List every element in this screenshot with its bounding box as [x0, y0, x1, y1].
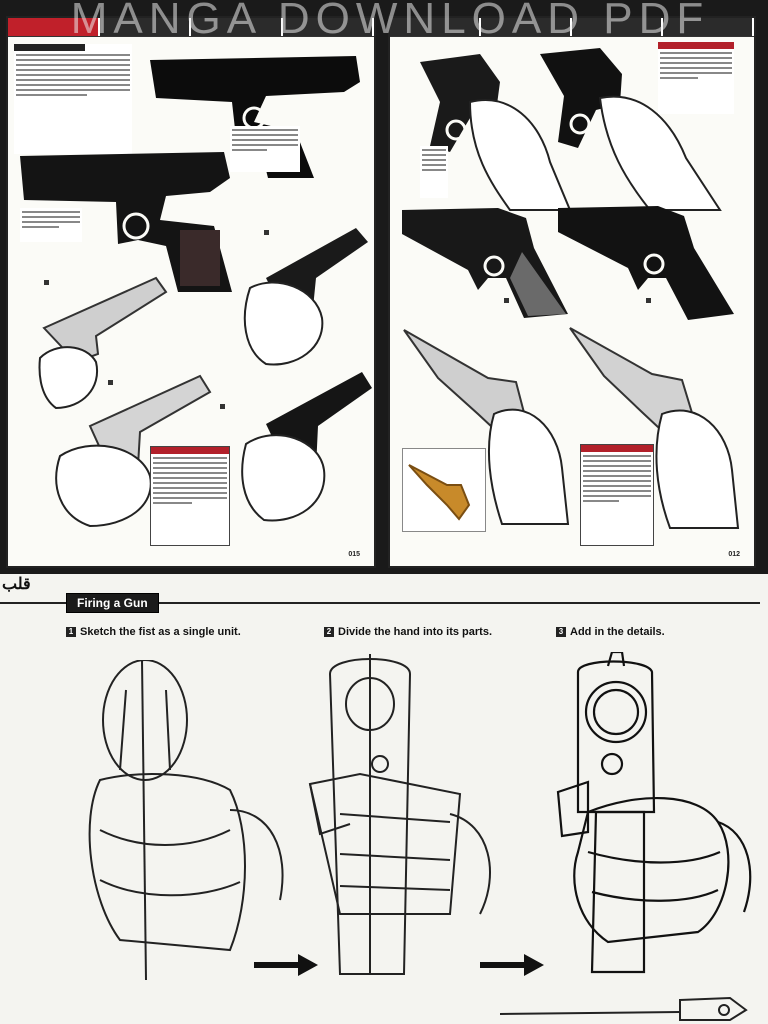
pistol-photo: [20, 152, 232, 292]
hand-with-revolver-photo: [420, 54, 572, 211]
hand-parts-sketch-step-2: [308, 654, 491, 975]
hand-with-pistol-photo: [55, 374, 212, 528]
left-reference-page: 015: [6, 16, 376, 568]
hand-with-revolver-photo: [540, 48, 722, 211]
hand-with-revolver-photo: [569, 327, 740, 529]
caption-block: [658, 42, 734, 114]
step-text: Divide the hand into its parts.: [338, 626, 493, 638]
firing-gun-tutorial: قلب Firing a Gun 1 Sketch the fist as a s…: [0, 574, 768, 1024]
watermark-text: MANGA DOWNLOAD PDF: [70, 0, 710, 43]
step-number: 1: [66, 627, 76, 638]
right-reference-page: 012: [388, 16, 756, 568]
step-text: Sketch the fist as a single unit.: [80, 626, 241, 638]
revolver-photo: [558, 206, 734, 320]
caption-block: [20, 208, 82, 242]
section-divider: [0, 602, 760, 604]
step-text: Add in the details.: [570, 626, 665, 638]
revolver-photo: [402, 208, 568, 318]
next-diagram-preview: [500, 996, 748, 1021]
caption-block: [420, 146, 448, 198]
note-block: [150, 446, 230, 546]
step-number: 3: [556, 627, 566, 638]
chapter-tab[interactable]: [390, 18, 479, 36]
hand-with-pistol-photo: [241, 372, 372, 522]
chapter-tabbar: [390, 18, 754, 37]
section-title: Firing a Gun: [66, 593, 159, 613]
step-3-heading: 3 Add in the details.: [556, 626, 665, 638]
page-number: 012: [728, 551, 740, 558]
fist-sketch-step-1: [88, 660, 284, 981]
arrow-icon: [254, 954, 318, 976]
photo-label: [264, 230, 270, 235]
step-number: 2: [324, 627, 334, 638]
hand-with-revolver-photo: [403, 329, 570, 525]
photo-label: [220, 404, 226, 409]
chapter-tab[interactable]: [99, 18, 189, 36]
caption-block: [14, 44, 132, 154]
note-block: [580, 444, 654, 546]
chapter-tab[interactable]: [481, 18, 570, 36]
photo-label: [504, 298, 510, 303]
photo-label: [646, 298, 652, 303]
gold-revolver-photo: [402, 448, 486, 532]
arrow-icon: [480, 954, 544, 976]
caption-block: [230, 126, 300, 172]
detailed-gun-hand-sketch-step-3: [556, 652, 752, 974]
hand-with-pistol-photo: [38, 276, 168, 410]
chapter-mark: قلب: [2, 574, 31, 593]
chapter-tab[interactable]: [572, 18, 661, 36]
step-1-heading: 1 Sketch the fist as a single unit.: [66, 626, 241, 638]
hand-with-pistol-photo: [243, 228, 368, 366]
photo-label: [44, 280, 50, 285]
chapter-tab[interactable]: [8, 18, 98, 36]
chapter-tab[interactable]: [282, 18, 372, 36]
chapter-tabbar: [8, 18, 374, 37]
chapter-tab[interactable]: [191, 18, 281, 36]
page-number: 015: [348, 551, 360, 558]
photo-label: [108, 380, 114, 385]
chapter-tab[interactable]: [663, 18, 752, 36]
step-2-heading: 2 Divide the hand into its parts.: [324, 626, 492, 638]
